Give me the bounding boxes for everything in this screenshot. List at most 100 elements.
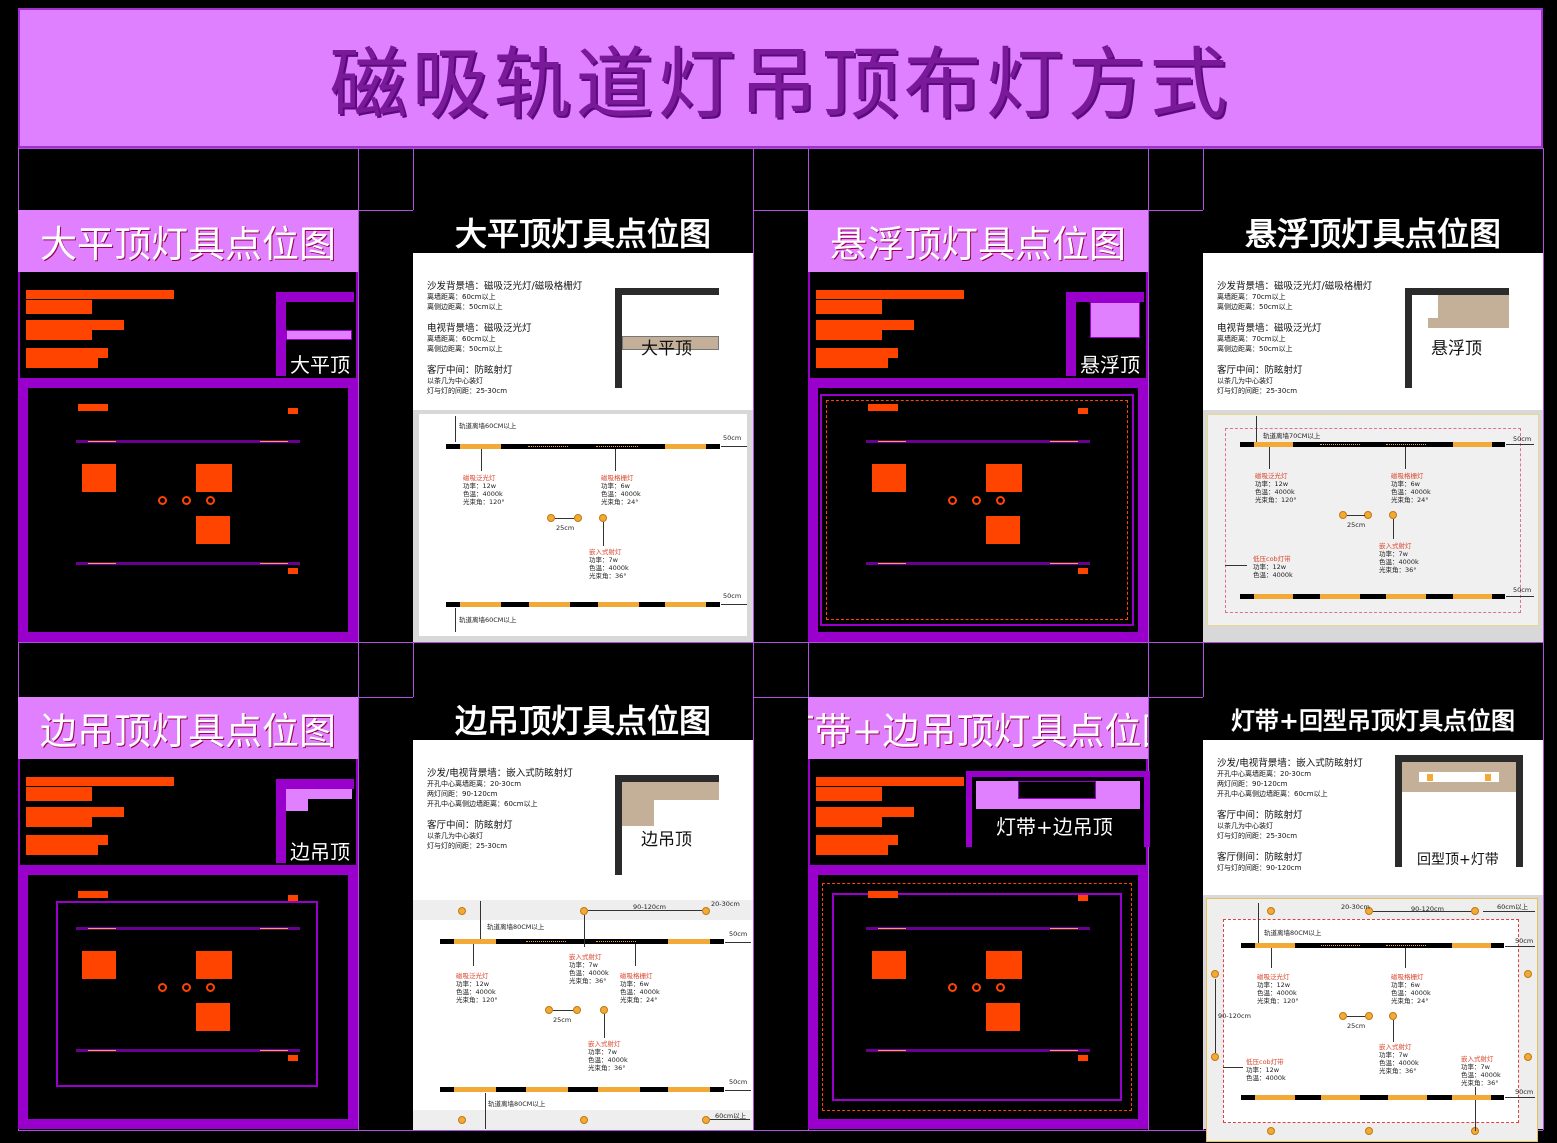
fixture-spec: 色温：4000k (601, 490, 641, 498)
fixture-name: 嵌入式射灯 (1461, 1055, 1494, 1063)
cad-annotation (1078, 408, 1088, 414)
cad-downlight-symbol (996, 983, 1005, 992)
diagram-label: 50cm (723, 592, 742, 600)
downlight-marker (600, 1006, 608, 1014)
diagram-label: 90-120cm (633, 903, 666, 911)
cad-track-line (76, 1049, 300, 1052)
track-light-segment (1452, 943, 1491, 948)
cad-text-block (816, 290, 964, 299)
ceiling-profile-icon (276, 779, 354, 863)
note-line: 离侧边距离：50cm以上 (427, 345, 503, 353)
cad-legend-area: 悬浮顶 (808, 272, 1148, 378)
downlight-marker (1267, 1127, 1275, 1135)
downlight-marker (547, 514, 555, 522)
fixture-spec: 色温：4000k (1391, 989, 1431, 997)
cad-text-block (26, 817, 92, 827)
note-line: 灯与灯的间距：90-120cm (1217, 864, 1302, 872)
diagram-label: 50cm (729, 1078, 748, 1086)
cad-text-block (26, 845, 98, 855)
diagram-label: 20-30cm (711, 900, 740, 908)
fixture-spec: 功率：12w (1253, 563, 1287, 571)
cad-annotation (872, 464, 906, 492)
dimension-line (604, 1014, 605, 1038)
fixture-spec: 光束角：36° (588, 1064, 626, 1072)
cad-floor-plan (808, 378, 1148, 642)
track-light-segment (1320, 594, 1360, 599)
track-light-segment (1255, 943, 1295, 948)
dimension-line (1347, 1016, 1365, 1017)
dimension-line (635, 944, 636, 966)
note-line: 两灯间距：90-120cm (427, 790, 498, 798)
dimension-line (615, 449, 616, 471)
ceiling-profile-icon (966, 771, 1150, 847)
dimension-line (725, 942, 751, 943)
track-light-segment (598, 1087, 640, 1092)
cad-downlight-symbol (206, 983, 215, 992)
cad-floor-plan (808, 865, 1148, 1129)
note-line: 开孔中心离侧边墙距离：60cm以上 (1217, 790, 1328, 798)
ceiling-profile-label: 悬浮顶 (1080, 353, 1140, 377)
track-light-segment (1254, 594, 1293, 599)
dimension-line (481, 449, 482, 471)
note-line: 离墙距离：70cm以上 (1217, 293, 1286, 301)
cad-text-block (816, 817, 882, 827)
magnetic-track (440, 1087, 724, 1092)
ceiling-section-icon (615, 288, 721, 388)
fixture-spec: 色温：4000k (463, 490, 503, 498)
ceiling-profile-label: 灯带+边吊顶 (996, 815, 1113, 839)
fixture-spec: 功率：7w (589, 556, 618, 564)
cad-panel-strip: 灯带+边吊顶灯具点位图灯带+边吊顶 (808, 697, 1150, 1129)
diagram-label: 50cm (1515, 1088, 1534, 1096)
grille-light-segment (596, 941, 636, 942)
info-panel-title: 边吊顶灯具点位图 (413, 697, 753, 740)
note-line: 灯与灯的间距：25-30cm (427, 387, 508, 395)
track-light-segment (668, 939, 710, 944)
fixture-spec: 光束角：120° (1255, 496, 1297, 504)
note-line: 开孔中心离墙距离：20-30cm (427, 780, 522, 788)
cad-track-line (76, 562, 300, 565)
dimension-line (710, 1119, 750, 1120)
dimension-line (1506, 444, 1534, 445)
cad-text-block (816, 300, 882, 314)
note-line: 两灯间距：90-120cm (1217, 780, 1288, 788)
note-line: 以茶几为中心装灯 (1217, 822, 1273, 830)
cad-annotation (872, 951, 906, 979)
ceiling-profile-icon (1066, 292, 1144, 376)
fixture-spec: 色温：4000k (1255, 488, 1295, 496)
fixture-name: 磁吸格栅灯 (620, 972, 653, 980)
dimension-line (455, 416, 456, 442)
dimension-line (721, 604, 747, 605)
fixture-spec: 光束角：120° (463, 498, 505, 506)
cad-annotation (196, 1003, 230, 1031)
track-light-segment (460, 444, 501, 449)
fixture-spec: 色温：4000k (569, 969, 609, 977)
track-light-segment (526, 1087, 568, 1092)
fixture-spec: 色温：4000k (1461, 1071, 1501, 1079)
magnetic-track (1241, 943, 1504, 948)
fixture-spec: 光束角：24° (1391, 496, 1429, 504)
fixture-spec: 光束角：36° (1461, 1079, 1499, 1087)
cad-text-block (816, 348, 898, 358)
grille-light-segment (528, 446, 568, 447)
track-light-segment (529, 602, 570, 607)
dimension-line (1405, 447, 1406, 469)
ceiling-section-icon (1395, 755, 1523, 867)
dimension-line (555, 518, 574, 519)
note-heading: 电视背景墙：磁吸泛光灯 (427, 323, 532, 334)
dimension-line (1256, 416, 1257, 442)
dimension-line (1506, 596, 1534, 597)
diagram-label: 轨道离墙80CM以上 (1264, 929, 1322, 937)
cad-text-block (816, 330, 882, 340)
fixture-spec: 色温：4000k (589, 564, 629, 572)
diagram-label: 轨道离墙80CM以上 (487, 923, 545, 931)
fixture-spec: 光束角：36° (1379, 566, 1417, 574)
ceiling-section-icon (1405, 288, 1511, 388)
downlight-marker (1389, 1012, 1397, 1020)
dimension-line (584, 915, 585, 947)
diagram-label: 50cm (723, 434, 742, 442)
cad-text-block (816, 787, 882, 801)
note-heading: 客厅中间：防眩射灯 (1217, 365, 1303, 376)
grid-divider (18, 697, 1543, 698)
note-heading: 客厅中间：防眩射灯 (427, 820, 513, 831)
